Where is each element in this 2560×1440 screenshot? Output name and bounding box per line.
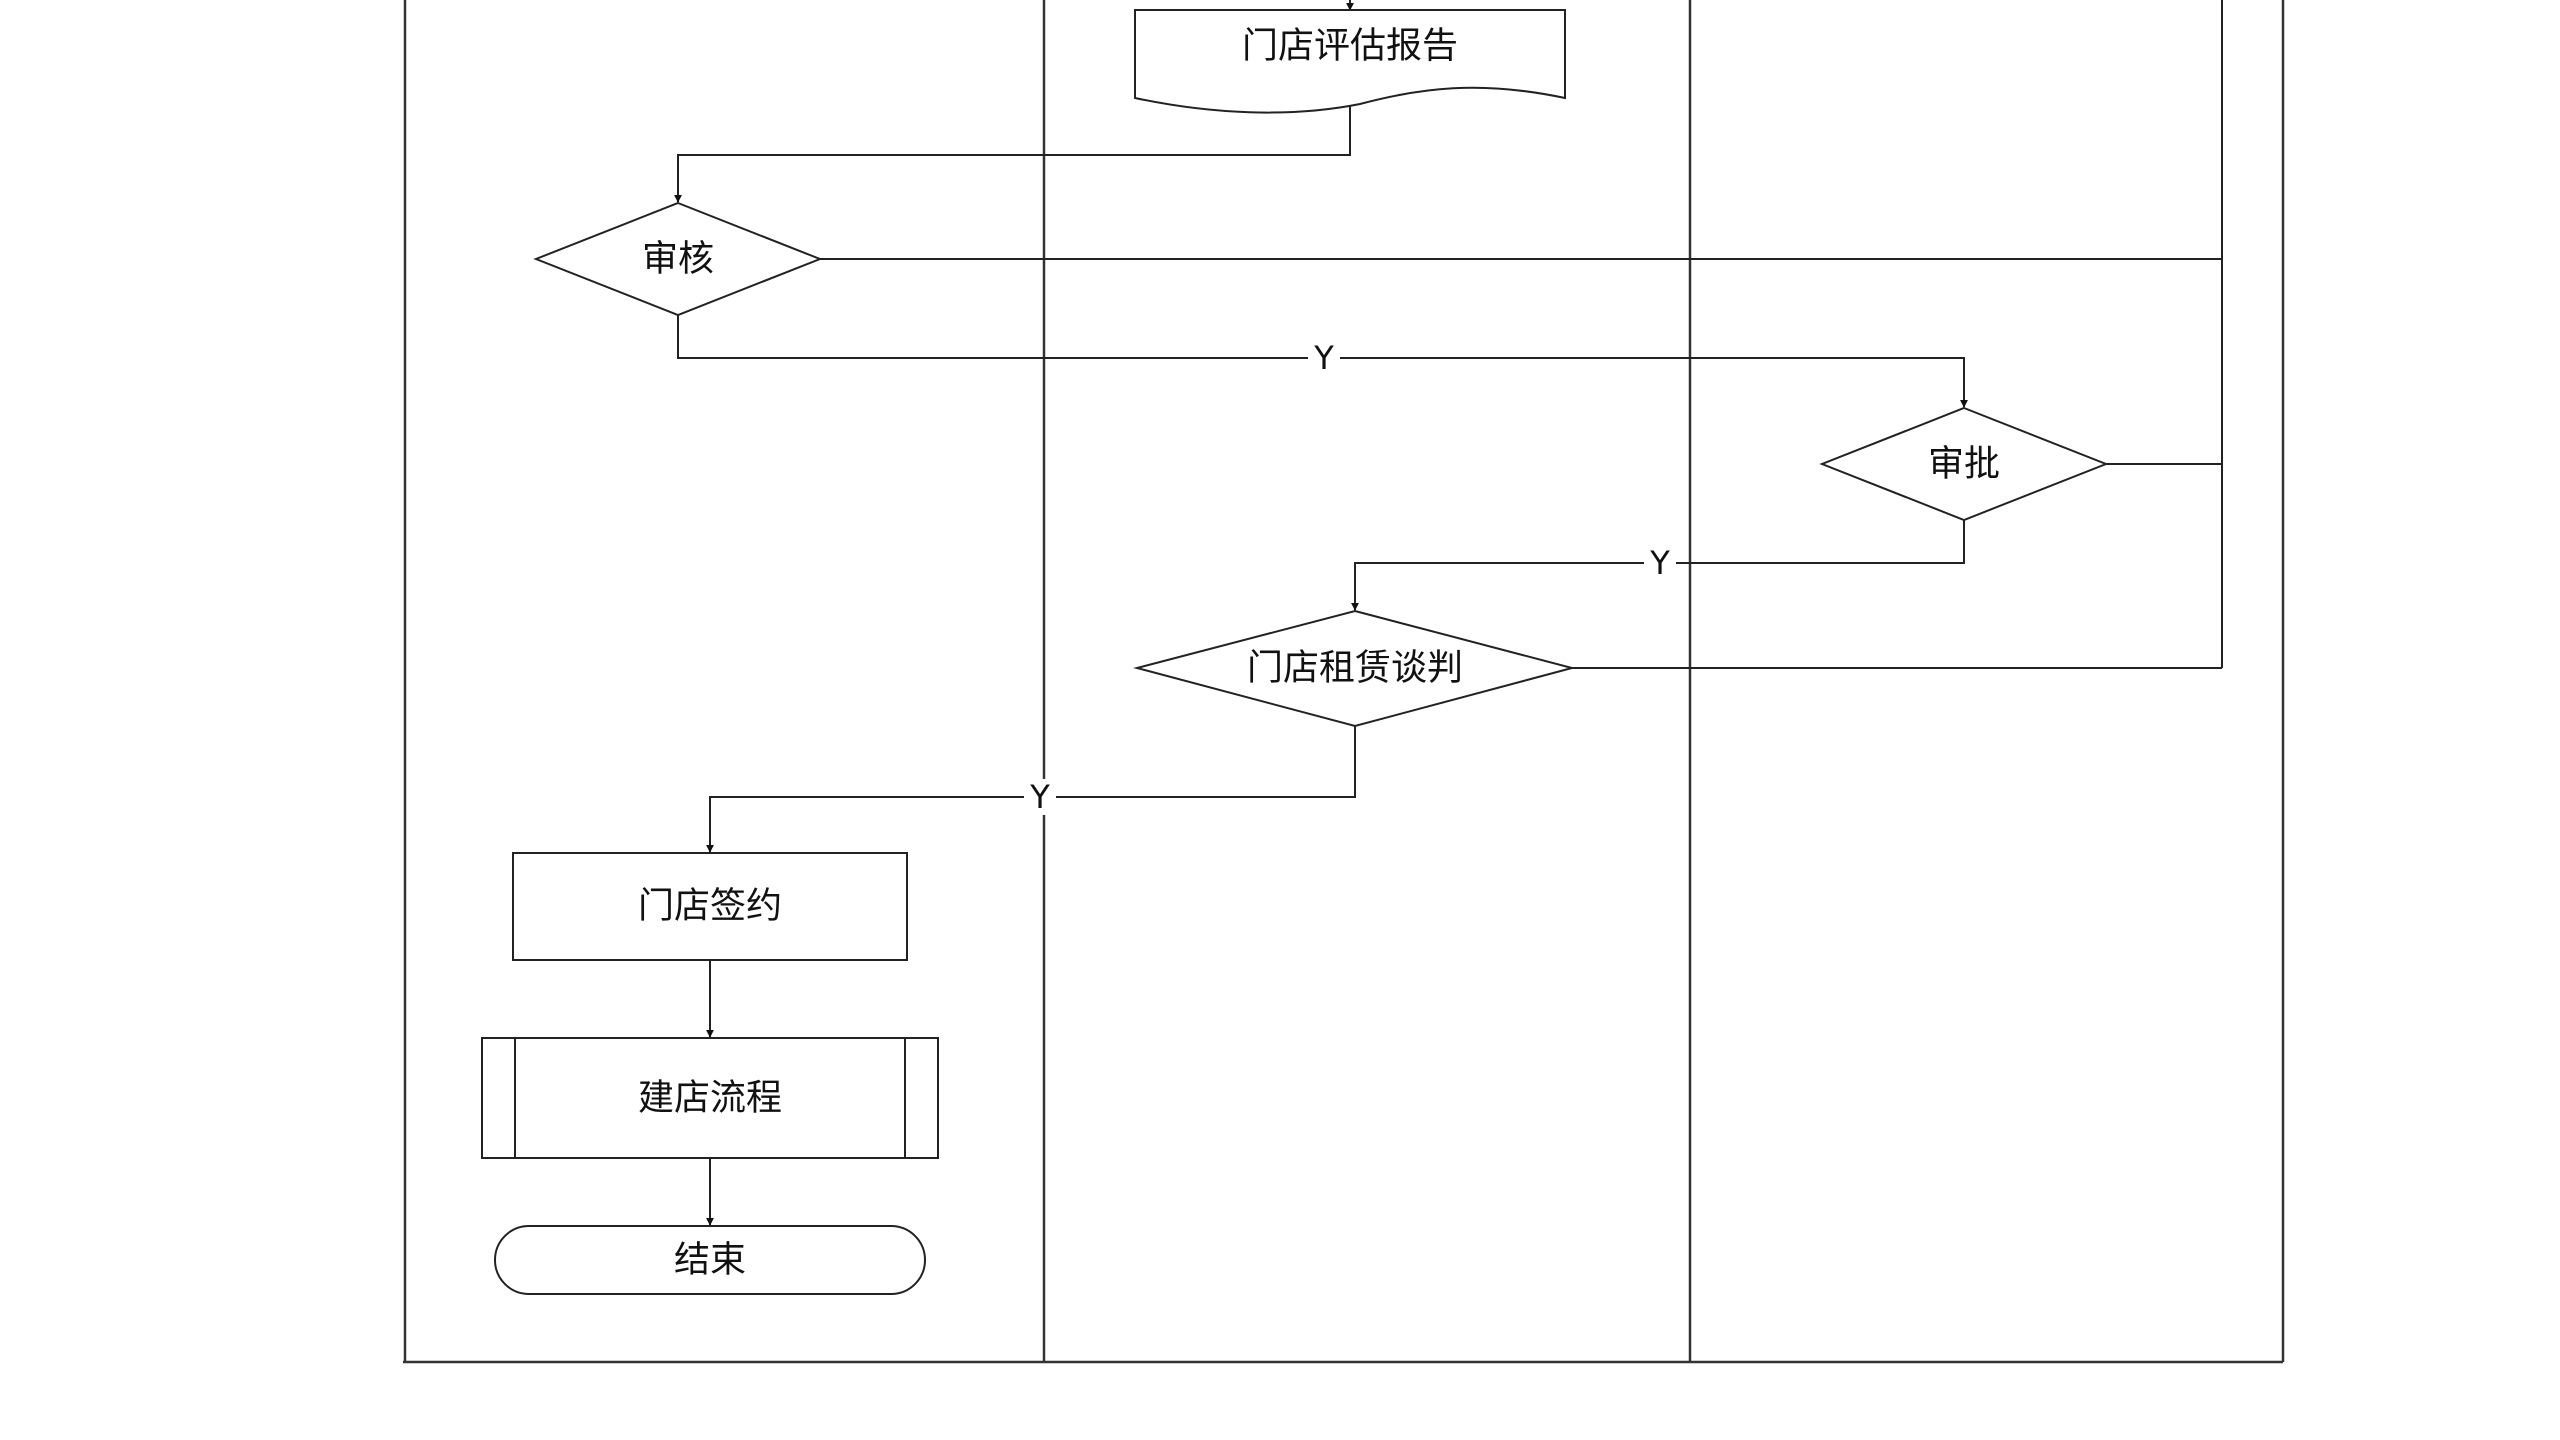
edge-labels: Y Y Y (1024, 339, 1676, 816)
swimlane-frame (403, 0, 2285, 1364)
predefined-process-shape (481, 1037, 939, 1159)
node-build-label: 建店流程 (638, 1078, 782, 1119)
edge-label-approve-yes: Y (1649, 544, 1670, 582)
node-report-label: 门店评估报告 (1242, 26, 1458, 67)
decision-shape (1819, 406, 2109, 522)
decision-shape (1133, 609, 1576, 728)
node-sign[interactable]: 门店签约 (512, 852, 908, 961)
node-end[interactable]: 结束 (494, 1225, 926, 1295)
node-sign-label: 门店签约 (638, 886, 782, 927)
node-review-label: 审核 (642, 239, 714, 280)
node-approve[interactable]: 审批 (1819, 406, 2109, 522)
process-shape (512, 852, 908, 961)
node-negotiate[interactable]: 门店租赁谈判 (1133, 609, 1576, 728)
decision-shape (533, 201, 823, 317)
node-review[interactable]: 审核 (533, 201, 823, 317)
edge-label-bg-approve-yes (1644, 545, 1676, 581)
node-end-label: 结束 (674, 1240, 746, 1281)
node-negotiate-label: 门店租赁谈判 (1247, 648, 1463, 689)
edge-label-negotiate-yes: Y (1029, 778, 1050, 816)
terminator-shape (494, 1225, 926, 1295)
document-shape (1134, 9, 1566, 114)
node-approve-label: 审批 (1928, 444, 2000, 485)
connector-report-review (674, 104, 1351, 203)
edge-label-review-yes: Y (1313, 339, 1334, 377)
edge-label-bg-review-yes (1308, 340, 1340, 376)
edge-label-bg-negotiate-yes (1024, 779, 1056, 815)
node-report[interactable]: 门店评估报告 (1134, 9, 1566, 114)
node-build[interactable]: 建店流程 (481, 1037, 939, 1159)
